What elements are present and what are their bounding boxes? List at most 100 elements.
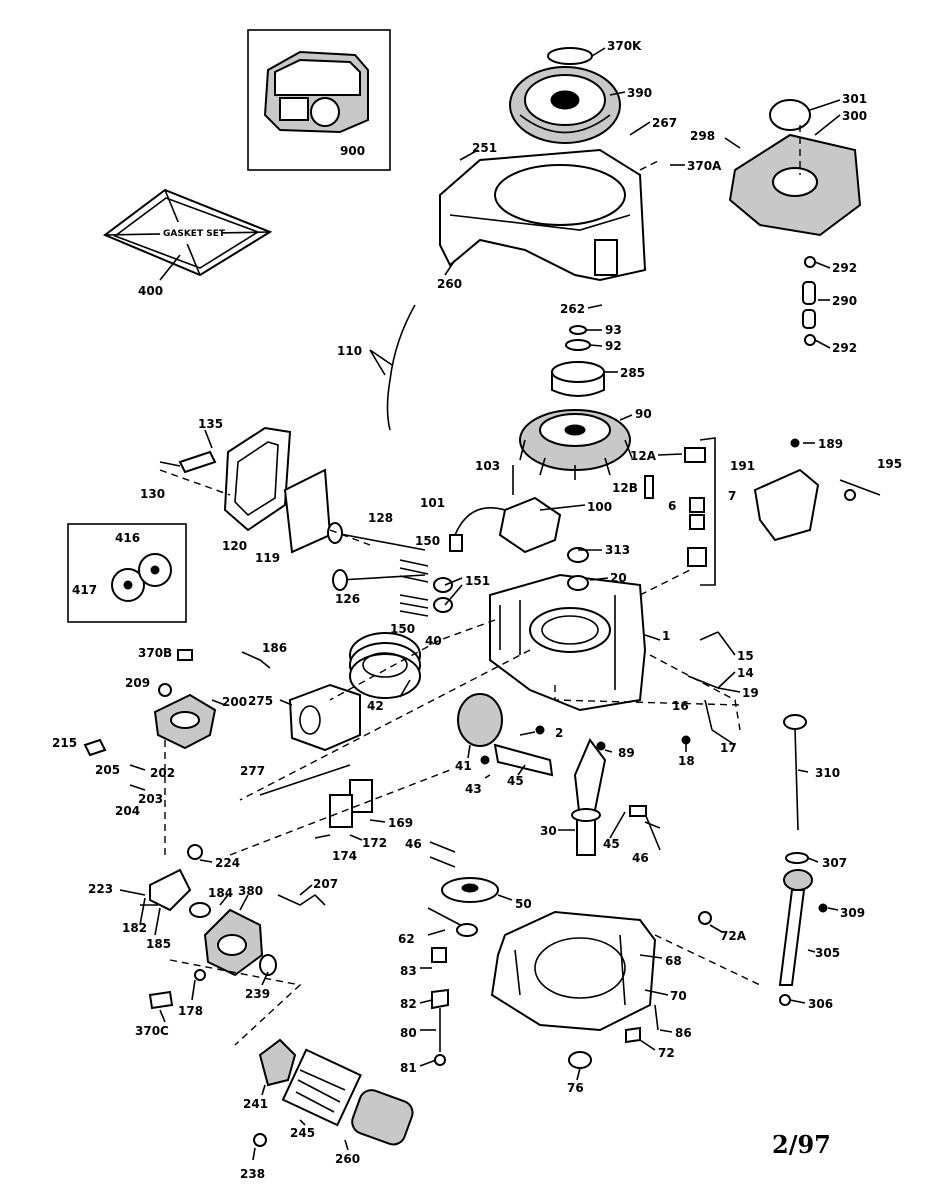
label-267: 267 — [652, 116, 677, 130]
label-172: 172 — [362, 836, 387, 850]
label-203: 203 — [138, 792, 163, 806]
gasket-set: GASKET SET — [103, 188, 273, 277]
label-186: 186 — [262, 641, 287, 655]
label-290: 290 — [832, 294, 857, 308]
label-80: 80 — [400, 1026, 417, 1040]
label-43: 43 — [465, 782, 482, 796]
crank-bolts — [429, 805, 661, 868]
label-14: 14 — [737, 666, 754, 680]
ignition-armature — [449, 465, 562, 554]
label-184: 184 — [208, 886, 233, 900]
label-76: 76 — [567, 1081, 584, 1095]
label-416: 416 — [115, 531, 140, 545]
label-100: 100 — [587, 500, 612, 514]
label-305: 305 — [815, 946, 840, 960]
label-46-crank: 46 — [632, 851, 649, 865]
label-262: 262 — [560, 302, 585, 316]
label-182: 182 — [122, 921, 147, 935]
label-103: 103 — [475, 459, 500, 473]
label-93: 93 — [605, 323, 622, 337]
exhaust-gaskets — [314, 779, 373, 839]
label-238: 238 — [240, 1167, 265, 1181]
label-390: 390 — [627, 86, 652, 100]
label-300: 300 — [842, 109, 867, 123]
label-120: 120 — [222, 539, 247, 553]
sump-fasteners — [568, 1004, 659, 1069]
label-50: 50 — [515, 897, 532, 911]
label-309: 309 — [840, 906, 865, 920]
label-174: 174 — [332, 849, 357, 863]
flywheel — [519, 409, 633, 480]
label-72: 72 — [658, 1046, 675, 1060]
label-12B: 12B — [612, 481, 638, 495]
label-370B: 370B — [138, 646, 172, 660]
label-130: 130 — [140, 487, 165, 501]
label-89: 89 — [618, 746, 635, 760]
label-81: 81 — [400, 1061, 417, 1075]
label-370C: 370C — [135, 1024, 169, 1038]
label-150-top: 150 — [415, 534, 440, 548]
label-86: 86 — [675, 1026, 692, 1040]
label-292-top: 292 — [832, 261, 857, 275]
label-19: 19 — [742, 686, 759, 700]
gasket-set-text: GASKET SET — [163, 229, 226, 239]
label-40: 40 — [425, 634, 442, 648]
label-82: 82 — [400, 997, 417, 1011]
engine-sump — [490, 910, 712, 1032]
bolt-277 — [259, 764, 351, 796]
cylinder-block — [489, 573, 647, 712]
cam-gear-assembly — [427, 877, 499, 1066]
label-6: 6 — [668, 499, 676, 513]
label-313: 313 — [605, 543, 630, 557]
label-191: 191 — [730, 459, 755, 473]
governor-parts — [644, 437, 716, 586]
label-306: 306 — [808, 997, 833, 1011]
label-119: 119 — [255, 551, 280, 565]
label-223: 223 — [88, 882, 113, 896]
label-46-cam: 46 — [405, 837, 422, 851]
air-filter-assembly — [253, 1038, 414, 1147]
label-298: 298 — [690, 129, 715, 143]
label-83: 83 — [400, 964, 417, 978]
label-42: 42 — [367, 699, 384, 713]
label-189: 189 — [818, 437, 843, 451]
label-15: 15 — [737, 649, 754, 663]
label-126: 126 — [335, 592, 360, 606]
label-292-bottom: 292 — [832, 341, 857, 355]
label-251: 251 — [472, 141, 497, 155]
engine-assembly-inset — [247, 29, 391, 171]
fuel-line — [802, 256, 816, 346]
label-101: 101 — [420, 496, 445, 510]
label-380: 380 — [238, 884, 263, 898]
ignition-wire — [386, 304, 416, 431]
label-18: 18 — [678, 754, 695, 768]
rewind-starter — [509, 66, 621, 144]
label-135: 135 — [198, 417, 223, 431]
label-900: 900 — [340, 144, 365, 158]
label-70: 70 — [670, 989, 687, 1003]
label-178: 178 — [178, 1004, 203, 1018]
leader-lines — [139, 47, 841, 1161]
label-68: 68 — [665, 954, 682, 968]
date-code: 2/97 — [772, 1130, 831, 1159]
label-200: 200 — [222, 695, 247, 709]
dipstick — [783, 714, 807, 831]
governor-springs — [649, 631, 741, 745]
label-1: 1 — [662, 629, 670, 643]
label-16: 16 — [672, 699, 689, 713]
blower-housing — [439, 148, 647, 282]
label-301: 301 — [842, 92, 867, 106]
crankshaft — [571, 738, 607, 856]
label-241: 241 — [243, 1097, 268, 1111]
label-417: 417 — [72, 583, 97, 597]
label-285: 285 — [620, 366, 645, 380]
decal-370K — [547, 47, 593, 65]
label-370K: 370K — [607, 39, 642, 53]
carb-bottom-parts — [148, 969, 206, 1010]
seal-20 — [567, 575, 589, 591]
carburetor-upper — [83, 649, 271, 791]
label-45-rod: 45 — [507, 774, 524, 788]
inset-416-box — [67, 523, 187, 623]
label-20: 20 — [610, 571, 627, 585]
